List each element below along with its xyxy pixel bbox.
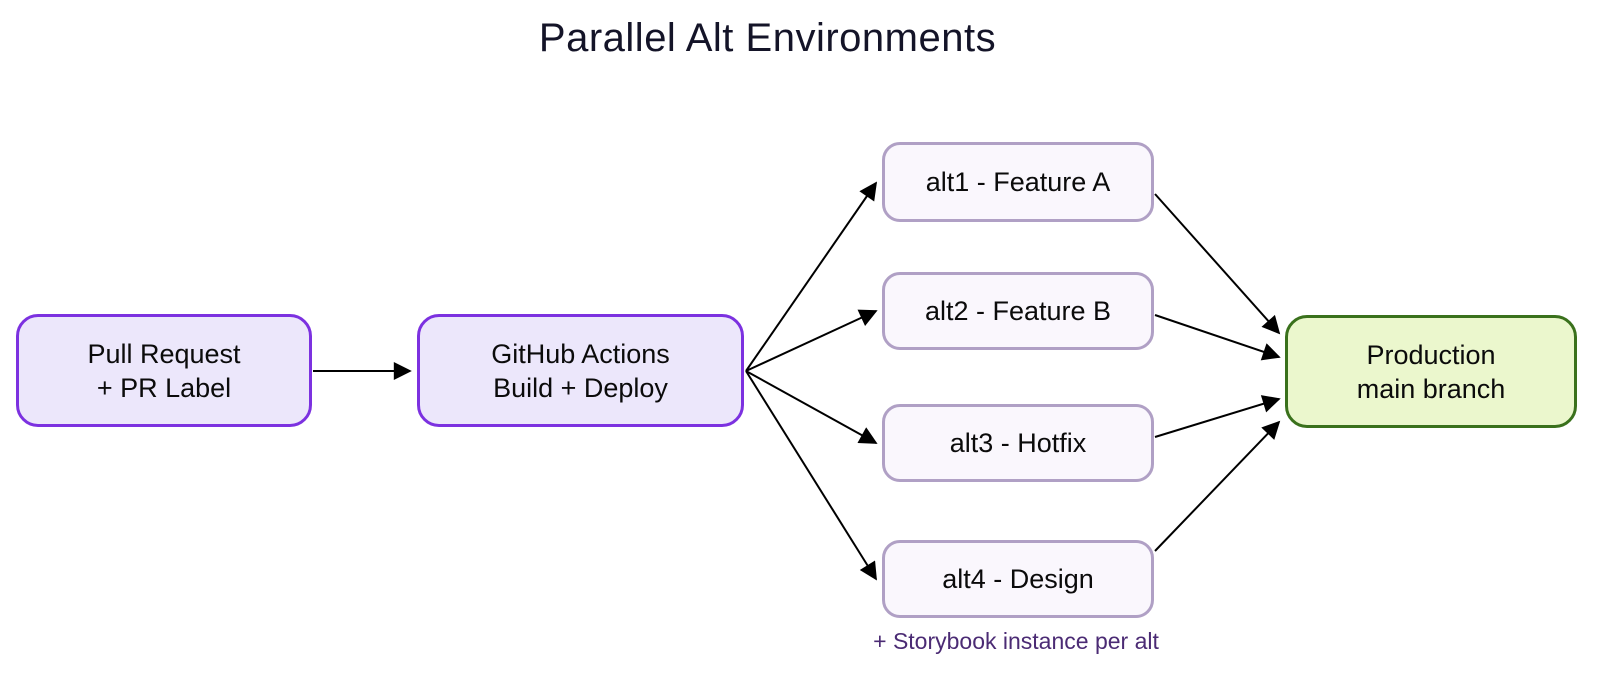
edge-alt2-production (1154, 314, 1281, 361)
node-github-actions-line2: Build + Deploy (493, 372, 668, 403)
node-github-actions: GitHub Actions Build + Deploy (417, 314, 744, 427)
node-alt4: alt4 - Design (882, 540, 1154, 618)
node-github-actions-line1: GitHub Actions (491, 338, 670, 369)
diagram-title: Parallel Alt Environments (538, 16, 997, 60)
node-pull-request-line1: Pull Request (87, 338, 241, 369)
node-production-line2: main branch (1356, 373, 1506, 404)
edge-githubactions-alt2 (745, 309, 878, 372)
edge-githubactions-alt3 (745, 370, 878, 444)
node-production: Production main branch (1285, 315, 1577, 428)
node-alt1: alt1 - Feature A (882, 142, 1154, 222)
node-pull-request: Pull Request + PR Label (16, 314, 312, 427)
edge-alt3-production (1154, 395, 1281, 438)
edge-githubactions-alt1 (745, 181, 878, 372)
edge-alt4-production (1154, 420, 1281, 552)
diagram-caption: + Storybook instance per alt (873, 628, 1159, 654)
node-production-line1: Production (1366, 339, 1496, 370)
node-alt2: alt2 - Feature B (882, 272, 1154, 350)
node-alt3-label: alt3 - Hotfix (949, 428, 1087, 458)
node-alt4-label: alt4 - Design (942, 564, 1094, 594)
edge-alt1-production (1154, 193, 1281, 335)
node-alt2-label: alt2 - Feature B (924, 296, 1112, 326)
node-alt3: alt3 - Hotfix (882, 404, 1154, 482)
node-pull-request-line2: + PR Label (96, 372, 232, 403)
node-alt1-label: alt1 - Feature A (925, 167, 1111, 197)
edge-githubactions-alt4 (745, 370, 877, 581)
